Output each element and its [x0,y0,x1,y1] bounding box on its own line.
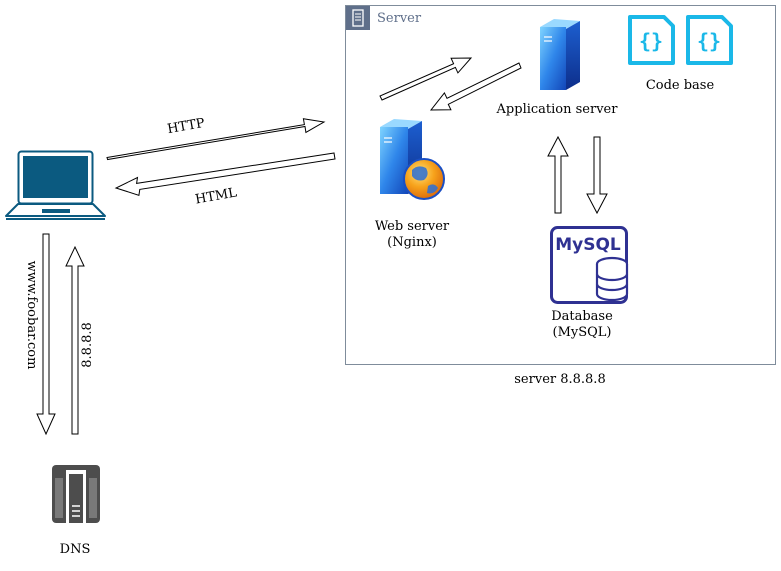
web-server-label-line2: (Nginx) [387,235,437,250]
app-to-db-arrow [586,136,608,215]
http-label: HTTP [166,116,206,137]
database-label-line1: Database [551,309,613,324]
svg-text:{}: {} [639,29,663,53]
dns-answer-arrow [65,245,85,435]
database-label-line2: (MySQL) [552,325,612,340]
web-server-label-line1: Web server [374,219,450,234]
mysql-database-icon: MySQL [550,226,629,304]
svg-text:{}: {} [697,29,721,53]
html-label: HTML [194,185,238,207]
web-server-globe-icon [380,119,445,200]
app-to-web-arrow [429,62,522,111]
dns-query-arrow [36,233,56,436]
db-to-app-arrow [547,135,569,214]
code-file-icon: {} [628,15,675,65]
web-to-app-arrow [379,57,473,101]
server-group-title: Server [377,11,422,26]
server-group-caption: server 8.8.8.8 [514,372,606,387]
http-arrow [106,118,326,161]
app-server-label: Application server [496,102,618,117]
web-server-label: Web server (Nginx) [352,219,472,251]
server-tower-icon [540,19,580,90]
server-rack-icon [52,465,100,523]
dns-label: DNS [59,542,91,557]
code-base-label: Code base [645,78,715,93]
code-file-icon-2: {} [686,15,733,65]
html-arrow [114,152,336,196]
server-tab-icon [346,6,370,30]
database-label: Database (MySQL) [527,309,637,341]
dns-answer-label: 8.8.8.8 [80,322,95,367]
laptop-icon [5,150,106,220]
dns-query-label: www.foobar.com [24,261,39,370]
mysql-logo-text: MySQL [555,235,621,255]
